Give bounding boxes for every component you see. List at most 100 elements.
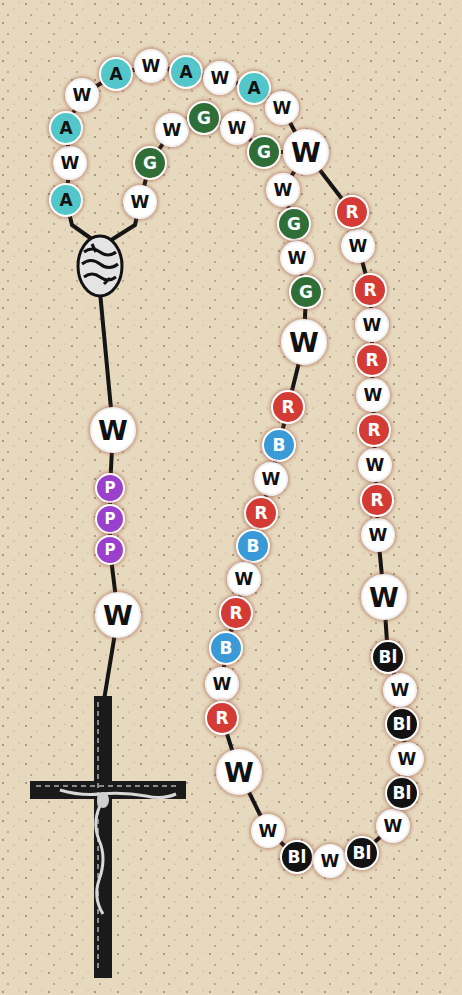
- bead-letter: R: [229, 605, 242, 622]
- bead-letter: G: [257, 144, 271, 161]
- bead: A: [49, 183, 83, 217]
- bead-letter: R: [367, 422, 380, 439]
- bead-letter: G: [299, 284, 313, 301]
- bead: R: [353, 273, 387, 307]
- bead: W: [205, 667, 239, 701]
- bead-letter: G: [287, 216, 301, 233]
- bead-letter: W: [224, 759, 254, 786]
- bead: W: [281, 319, 327, 365]
- bead-letter: Bl: [393, 785, 412, 802]
- bead-letter: W: [103, 602, 133, 629]
- bead-letter: A: [59, 120, 72, 137]
- bead: W: [361, 518, 395, 552]
- bead-letter: W: [273, 100, 292, 117]
- bead-letter: W: [384, 818, 403, 835]
- bead: G: [133, 146, 167, 180]
- bead-letter: W: [211, 70, 230, 87]
- bead-letter: B: [247, 538, 260, 555]
- bead-letter: W: [142, 58, 161, 75]
- bead-letter: A: [179, 64, 192, 81]
- bead-letter: Bl: [393, 716, 412, 733]
- bead-letter: R: [215, 710, 228, 727]
- bead-letter: Bl: [379, 649, 398, 666]
- bead: W: [265, 91, 299, 125]
- bead: R: [335, 195, 369, 229]
- crucifix: [30, 696, 186, 978]
- bead: G: [187, 101, 221, 135]
- bead: P: [95, 535, 125, 565]
- bead: Bl: [385, 707, 419, 741]
- bead-letter: R: [254, 505, 267, 522]
- bead: W: [283, 129, 329, 175]
- bead: W: [361, 574, 407, 620]
- bead: W: [251, 814, 285, 848]
- bead-letter: W: [288, 250, 307, 267]
- medallion: [78, 236, 122, 296]
- bead: W: [355, 308, 389, 342]
- bead: W: [123, 185, 157, 219]
- bead: W: [358, 448, 392, 482]
- bead-letter: W: [262, 471, 281, 488]
- bead-letter: Bl: [288, 849, 307, 866]
- bead-letter: R: [281, 399, 294, 416]
- bead-letter: R: [370, 492, 383, 509]
- bead: W: [155, 113, 189, 147]
- bead-letter: Bl: [353, 845, 372, 862]
- bead-letter: A: [109, 66, 122, 83]
- bead: A: [169, 55, 203, 89]
- bead: W: [90, 407, 136, 453]
- bead-letter: W: [213, 676, 232, 693]
- bead-letter: W: [369, 584, 399, 611]
- bead: W: [203, 61, 237, 95]
- bead: R: [360, 483, 394, 517]
- bead: Bl: [345, 836, 379, 870]
- bead: W: [95, 592, 141, 638]
- bead-letter: P: [105, 512, 116, 527]
- bead: W: [216, 749, 262, 795]
- bead-letter: W: [274, 182, 293, 199]
- bead-letter: W: [349, 238, 368, 255]
- bead-letter: W: [98, 417, 128, 444]
- bead: R: [355, 343, 389, 377]
- bead-letter: W: [391, 682, 410, 699]
- bead-letter: G: [197, 110, 211, 127]
- bead: W: [220, 111, 254, 145]
- bead: W: [266, 173, 300, 207]
- bead: Bl: [371, 640, 405, 674]
- bead: Bl: [385, 776, 419, 810]
- bead: R: [219, 596, 253, 630]
- bead-letter: A: [247, 80, 260, 97]
- bead: W: [390, 742, 424, 776]
- bead: W: [376, 809, 410, 843]
- bead-letter: W: [228, 120, 247, 137]
- bead: W: [341, 229, 375, 263]
- bead-letter: W: [398, 751, 417, 768]
- bead: R: [357, 413, 391, 447]
- bead-letter: B: [220, 640, 233, 657]
- bead-letter: W: [291, 139, 321, 166]
- bead: Bl: [280, 840, 314, 874]
- bead-letter: G: [143, 155, 157, 172]
- bead-letter: A: [59, 192, 72, 209]
- bead: W: [227, 562, 261, 596]
- bead: B: [209, 631, 243, 665]
- bead: W: [356, 378, 390, 412]
- bead: W: [383, 673, 417, 707]
- bead-letter: W: [363, 317, 382, 334]
- bead-letter: W: [366, 457, 385, 474]
- bead: B: [236, 529, 270, 563]
- bead: W: [280, 241, 314, 275]
- bead: R: [244, 496, 278, 530]
- bead-letter: W: [364, 387, 383, 404]
- bead: G: [277, 207, 311, 241]
- bead-letter: W: [259, 823, 278, 840]
- bead-letter: W: [61, 155, 80, 172]
- bead: W: [53, 146, 87, 180]
- bead: B: [262, 428, 296, 462]
- bead-letter: P: [105, 543, 116, 558]
- bead-letter: W: [163, 122, 182, 139]
- bead-letter: R: [363, 282, 376, 299]
- bead: P: [95, 504, 125, 534]
